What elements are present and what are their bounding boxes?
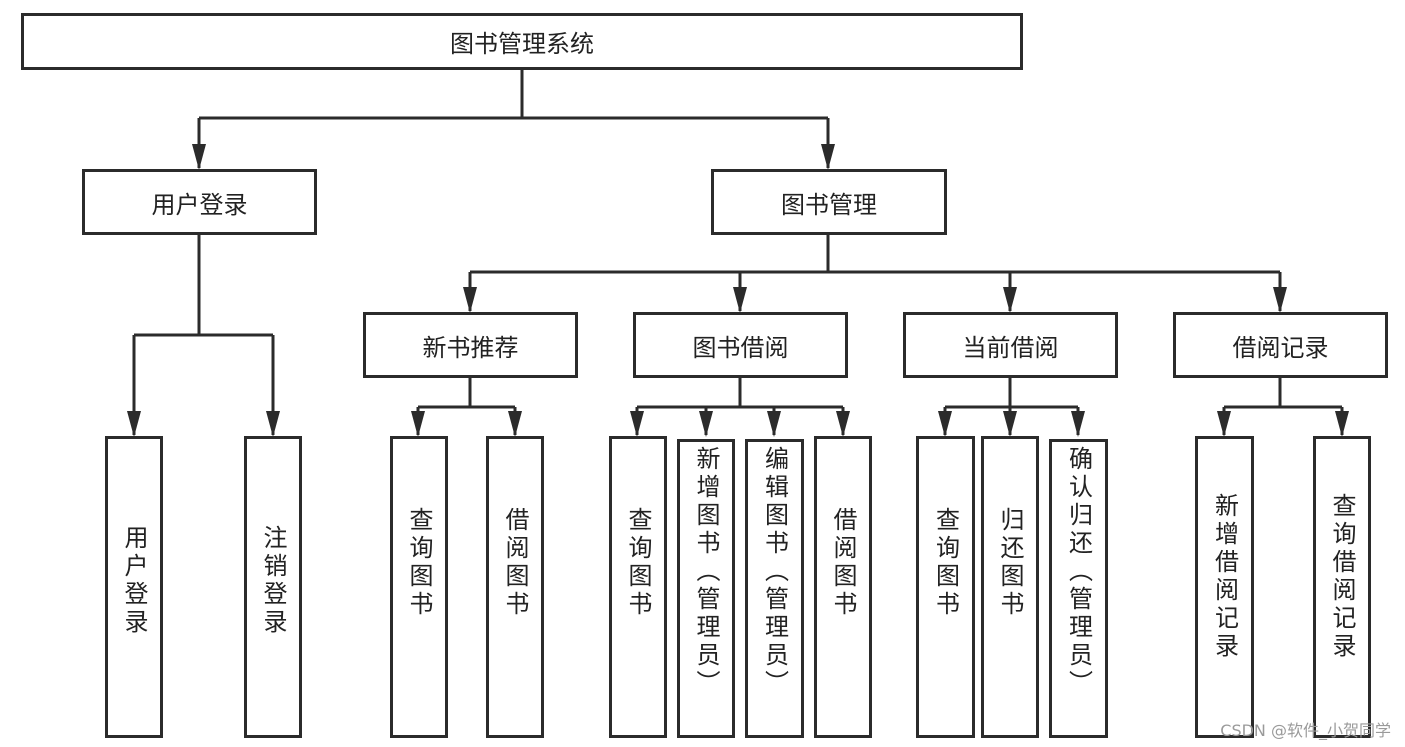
node-label: 当前借阅 (962, 333, 1059, 362)
arrowhead-icon (733, 287, 747, 313)
leaf-add-borrow-record: 新增借阅记录 (1195, 436, 1254, 738)
arrowhead-icon (1335, 411, 1349, 437)
watermark: CSDN @软件_小贺同学 (1220, 721, 1391, 740)
leaf-return-book: 归还图书 (981, 436, 1039, 738)
root-node: 图书管理系统 (21, 13, 1023, 70)
arrowhead-icon (767, 411, 781, 437)
leaf-label: 借阅图书 (829, 507, 857, 619)
node-current-borrow: 当前借阅 (903, 312, 1118, 378)
leaf-label: 编辑图书（管理员） (760, 446, 789, 698)
arrowhead-icon (1003, 411, 1017, 437)
leaf-query-book: 查询图书 (390, 436, 448, 738)
arrowhead-icon (821, 144, 835, 170)
node-user-login: 用户登录 (82, 169, 317, 235)
leaf-query-borrow-record: 查询借阅记录 (1313, 436, 1371, 738)
arrowhead-icon (699, 411, 713, 437)
leaf-label: 查询图书 (405, 507, 433, 619)
arrowhead-icon (1003, 287, 1017, 313)
arrowhead-icon (508, 411, 522, 437)
leaf-query-book: 查询图书 (609, 436, 667, 738)
leaf-label: 查询借阅记录 (1328, 493, 1356, 661)
arrowhead-icon (1217, 411, 1231, 437)
leaf-borrow-book: 借阅图书 (486, 436, 544, 738)
leaf-logout: 注销登录 (244, 436, 302, 738)
node-label: 借阅记录 (1232, 333, 1329, 362)
leaf-label: 查询图书 (624, 507, 652, 619)
leaf-borrow-book: 借阅图书 (814, 436, 872, 738)
node-new-book-recommend: 新书推荐 (363, 312, 578, 378)
node-borrow-records: 借阅记录 (1173, 312, 1388, 378)
node-label: 图书管理 (781, 190, 877, 219)
leaf-label: 查询图书 (931, 507, 960, 619)
leaf-label: 用户登录 (120, 525, 148, 637)
leaf-add-book-admin: 新增图书（管理员） (677, 439, 735, 738)
node-book-borrow: 图书借阅 (633, 312, 848, 378)
leaf-label: 确认归还（管理员） (1064, 446, 1093, 698)
leaf-edit-book-admin: 编辑图书（管理员） (745, 439, 804, 738)
arrowhead-icon (411, 411, 425, 437)
root-label: 图书管理系统 (450, 30, 594, 58)
arrowhead-icon (1071, 411, 1085, 437)
leaf-label: 新增图书（管理员） (692, 446, 720, 698)
leaf-label: 借阅图书 (501, 507, 529, 619)
node-label: 新书推荐 (422, 333, 519, 362)
node-label: 用户登录 (151, 190, 248, 219)
arrowhead-icon (836, 411, 850, 437)
leaf-user-login: 用户登录 (105, 436, 163, 738)
leaf-label: 注销登录 (259, 525, 287, 637)
leaf-label: 新增借阅记录 (1210, 493, 1239, 661)
leaf-confirm-return-admin: 确认归还（管理员） (1049, 439, 1108, 738)
leaf-query-book: 查询图书 (916, 436, 975, 738)
arrowhead-icon (630, 411, 644, 437)
arrowhead-icon (1273, 287, 1287, 313)
arrowhead-icon (266, 411, 280, 437)
arrowhead-icon (192, 144, 206, 170)
node-book-management: 图书管理 (711, 169, 947, 235)
arrowhead-icon (463, 287, 477, 313)
arrowhead-icon (938, 411, 952, 437)
node-label: 图书借阅 (692, 333, 789, 362)
arrowhead-icon (127, 411, 141, 437)
leaf-label: 归还图书 (996, 507, 1024, 619)
